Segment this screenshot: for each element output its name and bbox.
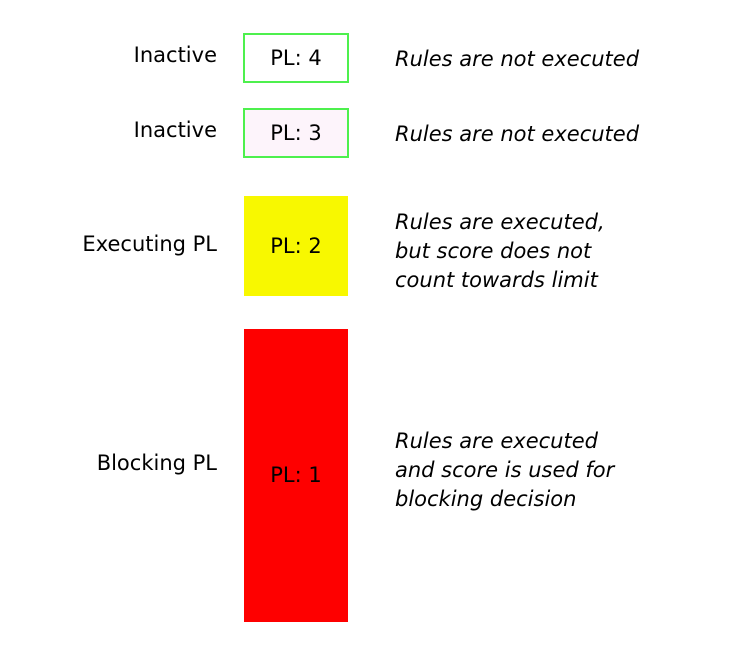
status-label-pl1: Blocking PL — [96, 451, 217, 475]
pl-box-label-pl3: PL: 3 — [270, 120, 322, 145]
description-pl4: Rules are not executed — [395, 47, 640, 71]
pl-box-label-pl4: PL: 4 — [270, 45, 322, 70]
pl-box-label-pl1: PL: 1 — [270, 463, 322, 487]
pl-box-label-pl2: PL: 2 — [270, 233, 322, 258]
description-pl1: Rules are executed and score is used for… — [395, 429, 615, 511]
pl-box-pl4: PL: 4 — [243, 33, 349, 83]
status-label-pl3: Inactive — [133, 118, 217, 142]
pl-box-pl2: PL: 2 — [244, 196, 348, 296]
description-pl2: Rules are executed, but score does not c… — [395, 210, 605, 292]
description-pl3: Rules are not executed — [395, 122, 640, 146]
status-label-pl4: Inactive — [133, 43, 217, 67]
pl-box-pl1: PL: 1 — [244, 329, 348, 622]
pl-box-pl3: PL: 3 — [243, 108, 349, 158]
status-label-pl2: Executing PL — [82, 232, 217, 256]
